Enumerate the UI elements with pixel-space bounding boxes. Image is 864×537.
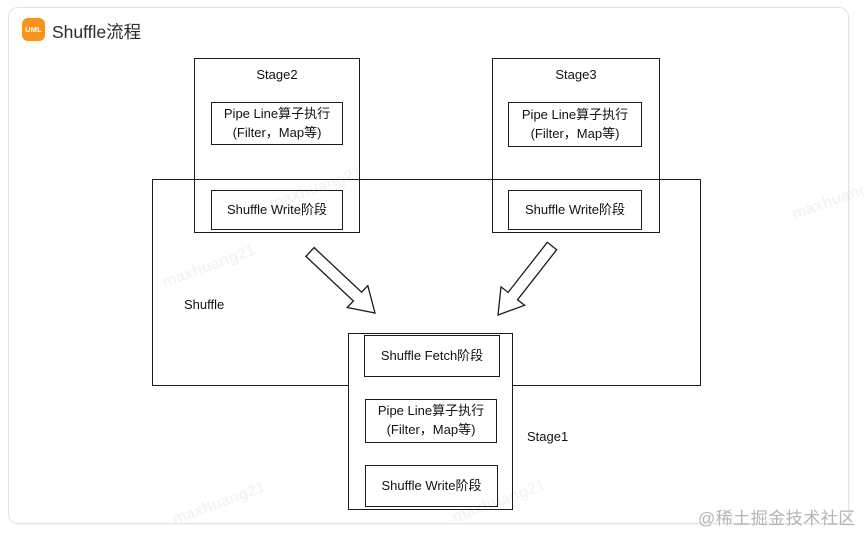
stage3-pipeline-box: Pipe Line算子执行 (Filter，Map等) xyxy=(508,102,642,147)
stage3-pipeline-line1: Pipe Line算子执行 xyxy=(521,106,629,122)
shuffle-label: Shuffle xyxy=(184,297,225,312)
stage2-label: Stage2 xyxy=(256,67,298,82)
stage3-shuffle-write-label: Shuffle Write阶段 xyxy=(525,201,625,217)
stage1-pipeline-line2: (Filter，Map等) xyxy=(386,422,476,437)
stage2-box: Stage2 xyxy=(194,58,360,233)
stage1-shuffle-write-label: Shuffle Write阶段 xyxy=(381,477,482,493)
community-watermark: @稀土掘金技术社区 xyxy=(698,509,856,528)
stage3-shuffle-write-box: Shuffle Write阶段 xyxy=(508,190,642,230)
stage1-shuffle-write-box: Shuffle Write阶段 xyxy=(365,465,498,507)
stage1-label: Stage1 xyxy=(527,429,569,444)
stage1-pipeline-line1: Pipe Line算子执行 xyxy=(377,403,485,419)
page-title: Shuffle流程 xyxy=(52,22,142,42)
stage2-shuffle-write-box: Shuffle Write阶段 xyxy=(211,190,343,230)
stage2-pipeline-line1: Pipe Line算子执行 xyxy=(223,105,331,121)
stage1-pipeline-box: Pipe Line算子执行 (Filter，Map等) xyxy=(365,399,497,443)
stage3-box: Stage3 xyxy=(492,58,660,233)
stage1-shuffle-fetch-box: Shuffle Fetch阶段 xyxy=(364,335,500,377)
stage2-pipeline-box: Pipe Line算子执行 (Filter，Map等) xyxy=(211,102,343,145)
stage2-shuffle-write-label: Shuffle Write阶段 xyxy=(227,201,327,217)
stage3-label: Stage3 xyxy=(555,67,597,82)
uml-badge-icon: UML xyxy=(22,18,45,41)
stage2-pipeline-line2: (Filter，Map等) xyxy=(232,124,322,140)
stage3-pipeline-line2: (Filter，Map等) xyxy=(530,125,620,141)
stage1-shuffle-fetch-label: Shuffle Fetch阶段 xyxy=(380,347,484,363)
